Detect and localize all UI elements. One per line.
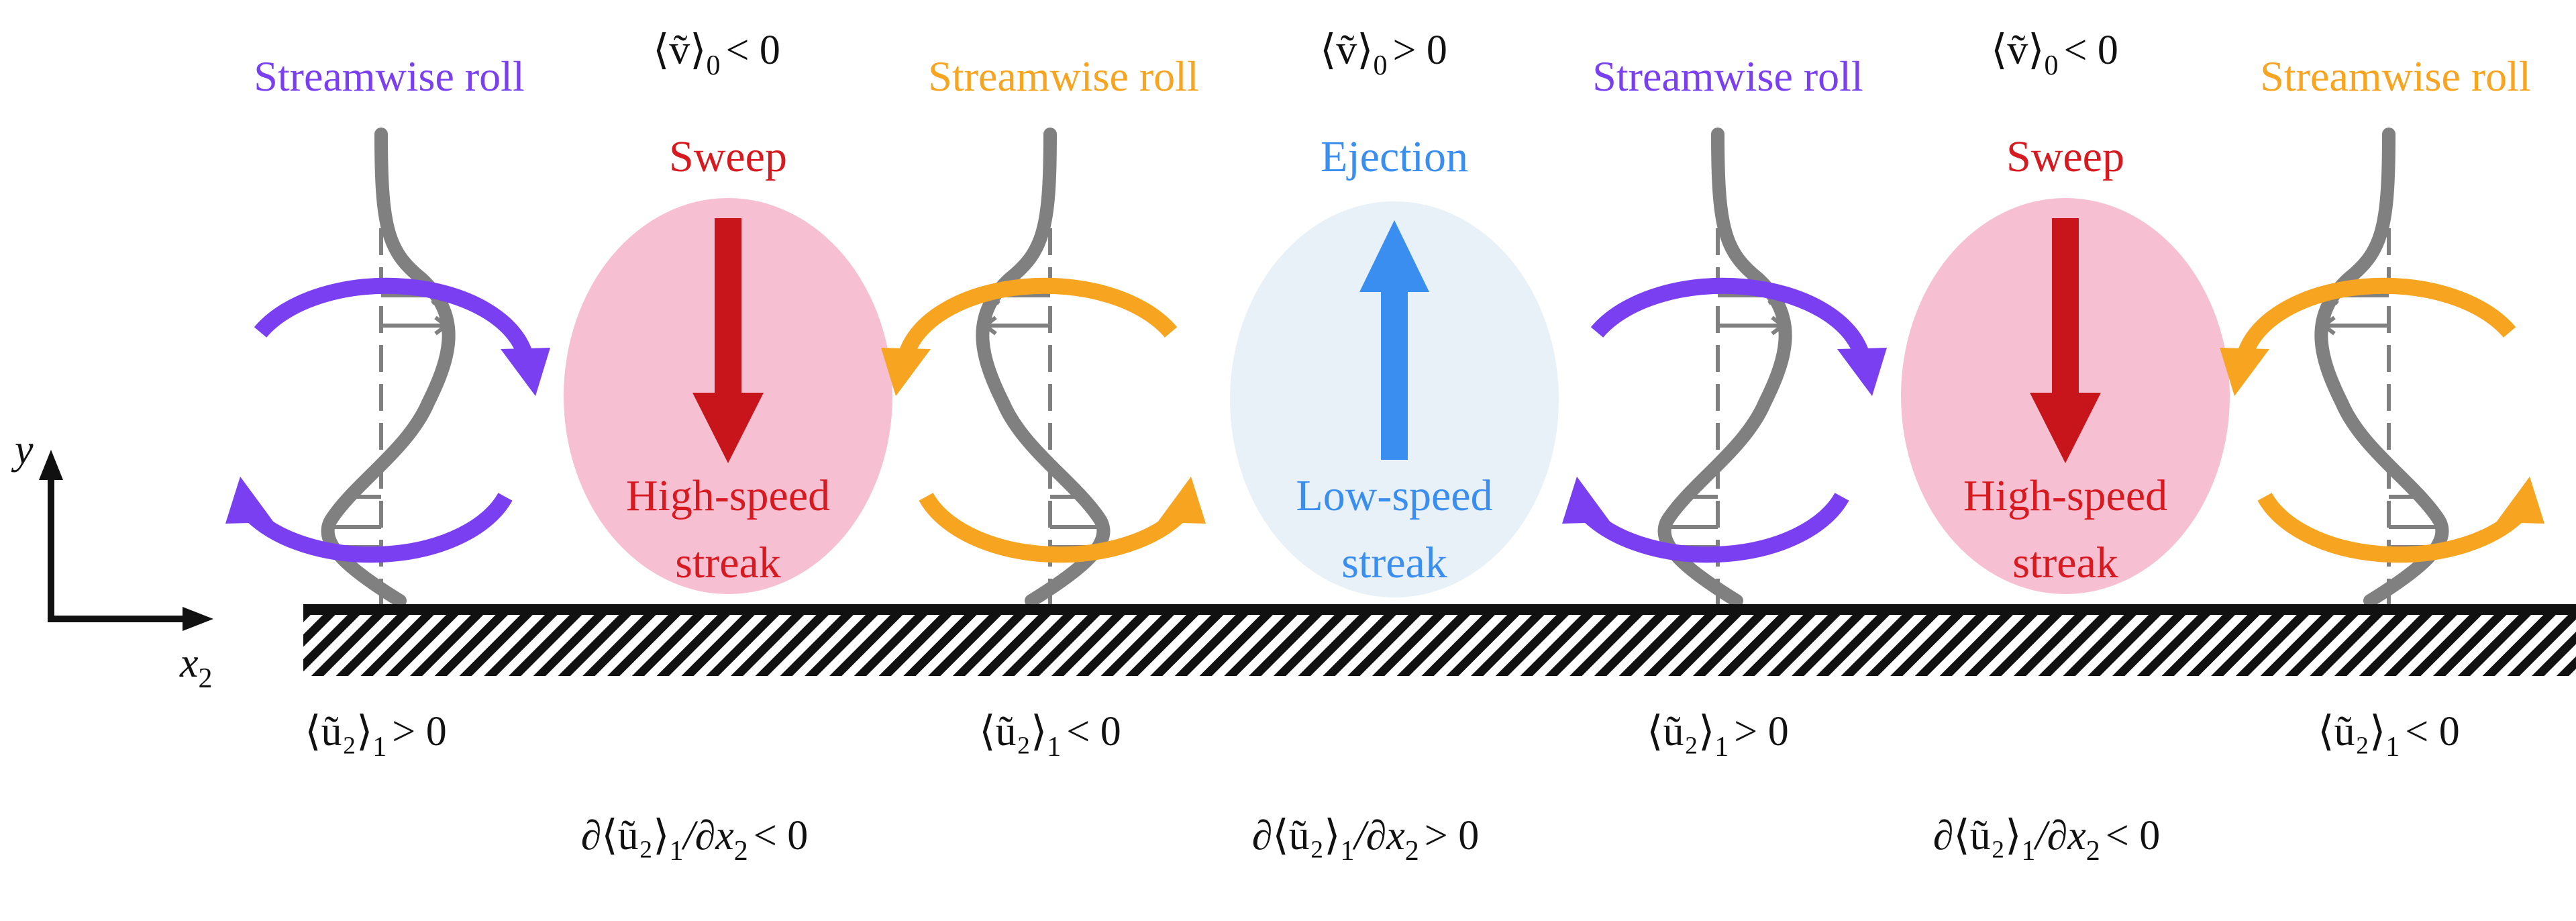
roll-arrowhead-upper [1837, 348, 1887, 396]
gradient-condition: ∂⟨ũ₂⟩1/∂x2> 0 [1252, 813, 1480, 867]
roll-arc-upper [254, 277, 533, 358]
v-condition: ⟨ṽ⟩0< 0 [653, 28, 780, 81]
streamwise-roll-arrows [225, 277, 550, 563]
region-streak-label-line2: streak [1341, 538, 1447, 587]
roll-label: Streamwise roll [2260, 52, 2530, 100]
v-condition: ⟨ṽ⟩0< 0 [1991, 28, 2118, 81]
roll-arc-upper [2236, 277, 2516, 358]
ejection-arrow-head [1359, 220, 1429, 292]
roll-arc-upper [898, 277, 1178, 358]
roll-arc-lower [919, 493, 1184, 563]
flow-region: Sweep High-speed streak [564, 132, 892, 594]
roll-label: Streamwise roll [254, 52, 524, 100]
u-condition: ⟨ũ₂⟩1< 0 [979, 709, 1121, 763]
sweep-arrow-shaft [715, 218, 741, 393]
roll-arc-lower [248, 493, 513, 563]
roll-label: Streamwise roll [1592, 52, 1863, 100]
flow-region: Ejection Low-speed streak [1230, 132, 1559, 597]
gradient-condition: ∂⟨ũ₂⟩1/∂x2< 0 [581, 813, 809, 867]
region-streak-label-line2: streak [675, 538, 781, 587]
roll-arc-upper [1590, 277, 1870, 358]
u-condition: ⟨ũ₂⟩1> 0 [305, 709, 446, 763]
region-streak-label-line1: Low-speed [1296, 471, 1492, 520]
u-condition: ⟨ũ₂⟩1< 0 [2318, 709, 2459, 763]
profile-vector-arrows [986, 293, 1097, 549]
profile-curve [1657, 128, 1792, 608]
roll-arrowhead-upper [2220, 348, 2269, 396]
region-streak-label-line2: streak [2012, 538, 2118, 587]
profile-curve [2314, 128, 2449, 608]
y-axis-label: y [11, 427, 34, 473]
region-event-label: Sweep [2006, 132, 2124, 181]
v-condition: ⟨ṽ⟩0> 0 [1320, 28, 1447, 81]
coordinate-axes: y x2 [11, 427, 213, 694]
ejection-arrow-shaft [1381, 289, 1408, 460]
roll-arrowhead-upper [501, 348, 550, 396]
profile-vector-arrows [1671, 293, 1782, 549]
roll-arrowhead-lower [225, 477, 274, 524]
profile-vector-arrows [334, 293, 445, 549]
sweep-arrow-head [692, 393, 764, 463]
region-streak-label-line1: High-speed [626, 471, 830, 520]
x-axis-label: x2 [179, 640, 213, 694]
roll-arrowhead-upper [881, 348, 931, 396]
y-axis-arrowhead [39, 450, 63, 480]
roll-arc-lower [2257, 493, 2522, 563]
streamwise-roll-arrows [2220, 277, 2544, 563]
roll-label: Streamwise roll [928, 52, 1198, 100]
x-axis-arrowhead [183, 607, 213, 631]
profile-curve [976, 128, 1111, 608]
roll-arrowhead-lower [2496, 477, 2544, 524]
wall-hatch [303, 612, 2576, 676]
sweep-arrow-head [2030, 393, 2101, 463]
u-condition: ⟨ũ₂⟩1> 0 [1647, 709, 1788, 763]
streamwise-roll-arrows [881, 277, 1206, 563]
roll-arrowhead-lower [1562, 477, 1610, 524]
region-event-label: Sweep [669, 132, 787, 181]
sweep-arrow-shaft [2052, 218, 2079, 393]
roll-arrowhead-lower [1157, 477, 1206, 524]
region-streak-label-line1: High-speed [1963, 471, 2167, 520]
profile-vector-arrows [2325, 293, 2436, 549]
gradient-condition: ∂⟨ũ₂⟩1/∂x2< 0 [1933, 813, 2161, 867]
profile-curve [321, 128, 456, 608]
flow-region: Sweep High-speed streak [1901, 132, 2230, 594]
region-event-label: Ejection [1321, 132, 1468, 181]
streamwise-roll-arrows [1562, 277, 1887, 563]
roll-arc-lower [1584, 493, 1849, 563]
